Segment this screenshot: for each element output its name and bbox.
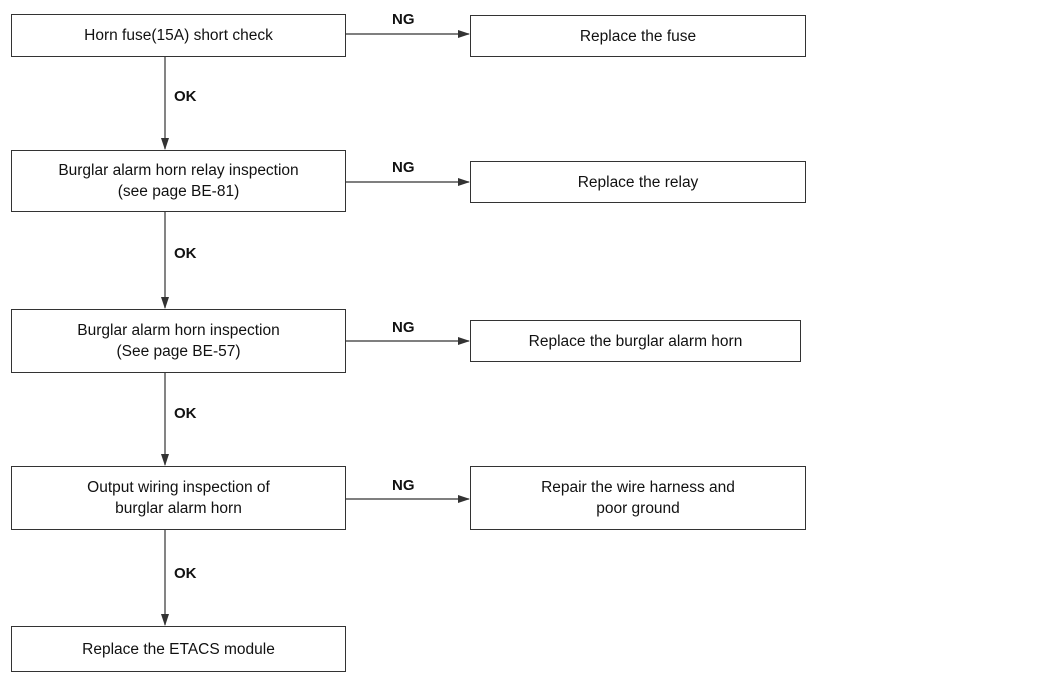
ok-label: OK bbox=[174, 405, 197, 422]
step-text: burglar alarm horn bbox=[115, 500, 242, 517]
step-box-horn-fuse-check: Horn fuse(15A) short check bbox=[11, 14, 346, 57]
action-text: Replace the relay bbox=[577, 173, 699, 191]
step-box-output-wiring-inspection: Output wiring inspection of burglar alar… bbox=[11, 466, 346, 530]
step-box-horn-relay-inspection: Burglar alarm horn relay inspection (see… bbox=[11, 150, 346, 212]
step-text: Horn fuse(15A) short check bbox=[84, 27, 273, 44]
ng-label: NG bbox=[392, 477, 415, 494]
step-text: (See page BE-57) bbox=[116, 343, 241, 360]
ok-label: OK bbox=[174, 88, 197, 105]
step-text: Output wiring inspection of bbox=[87, 479, 270, 496]
step-box-replace-etacs-module: Replace the ETACS module bbox=[11, 626, 346, 672]
step-text: (see page BE-81) bbox=[117, 183, 240, 200]
step-text: Replace the ETACS module bbox=[82, 640, 275, 658]
step-text: Burglar alarm horn relay inspection bbox=[58, 162, 299, 179]
action-box-replace-fuse: Replace the fuse bbox=[470, 15, 806, 57]
ng-label: NG bbox=[392, 319, 415, 336]
action-text: Replace the burglar alarm horn bbox=[528, 332, 743, 350]
action-box-replace-relay: Replace the relay bbox=[470, 161, 806, 203]
ok-label: OK bbox=[174, 565, 197, 582]
ng-label: NG bbox=[392, 159, 415, 176]
action-box-replace-horn: Replace the burglar alarm horn bbox=[470, 320, 801, 362]
action-box-repair-wire-harness: Repair the wire harness and poor ground bbox=[470, 466, 806, 530]
action-text: Replace the fuse bbox=[579, 27, 697, 45]
action-text: Repair the wire harness and bbox=[541, 479, 735, 496]
ng-label: NG bbox=[392, 11, 415, 28]
step-box-horn-inspection: Burglar alarm horn inspection (See page … bbox=[11, 309, 346, 373]
step-text: Burglar alarm horn inspection bbox=[77, 322, 280, 339]
action-text: poor ground bbox=[596, 500, 680, 517]
ok-label: OK bbox=[174, 245, 197, 262]
